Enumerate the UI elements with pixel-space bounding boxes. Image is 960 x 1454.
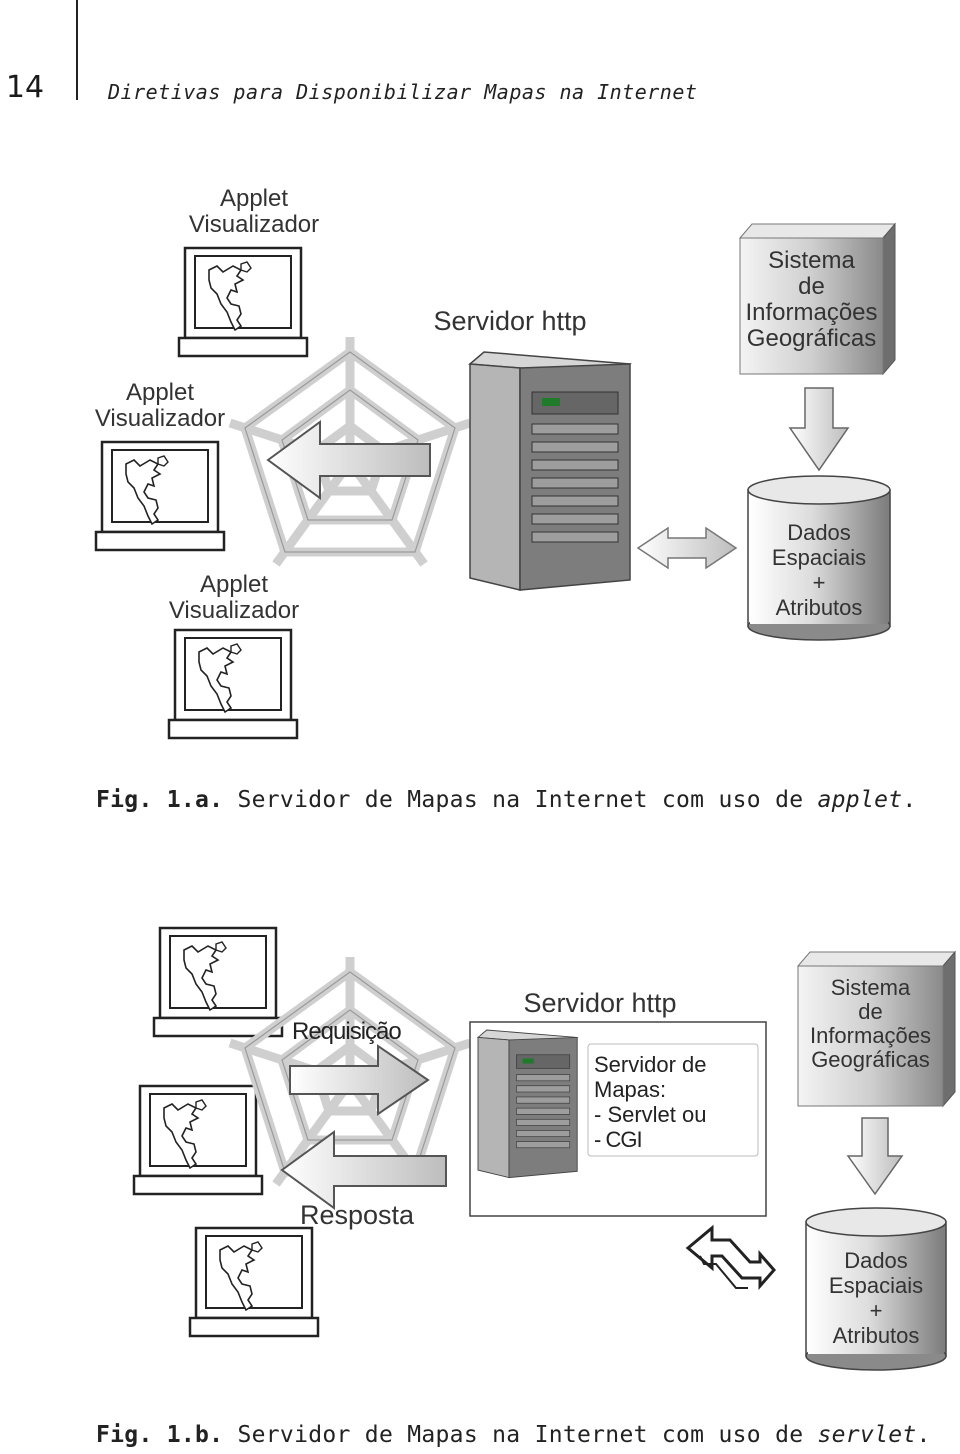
sig-label-b-line4: Geográficas [811, 1047, 930, 1072]
db-cylinder-a [747, 475, 891, 641]
applet-label-middle-line1: Applet [125, 379, 195, 406]
sig-label-b: Sistema de Informações Geográficas [798, 976, 943, 1072]
applet-label-middle: Applet Visualizador [66, 380, 254, 432]
map-server-line2: Mapas: [594, 1077, 667, 1102]
server-tower-b-icon [477, 1029, 578, 1179]
db-label-b-line1: Dados [844, 1248, 908, 1273]
map-server-line4: - CGI [594, 1127, 643, 1152]
sig-label-a-line1: Sistema [768, 247, 855, 274]
figure-b-caption-emph: servlet [817, 1422, 917, 1448]
monitor-middle-icon [94, 440, 226, 552]
monitor-b3-icon [188, 1226, 320, 1338]
server-label-a: Servidor http [433, 306, 587, 336]
server-tower-icon [469, 351, 631, 591]
request-label: Requisição [292, 1018, 402, 1045]
monitor-top-icon [177, 246, 309, 358]
sig-label-b-line2: de [858, 999, 883, 1024]
running-title: Diretivas para Disponibilizar Mapas na I… [108, 80, 698, 104]
double-arrow-a [636, 526, 738, 570]
sig-label-b-line3: Informações [809, 1023, 932, 1048]
sig-label-a: Sistema de Informações Geográficas [740, 248, 883, 352]
down-arrow-b [846, 1117, 904, 1196]
map-server-panel [587, 1043, 759, 1157]
sig-label-a-line4: Geográficas [746, 325, 877, 352]
bent-arrow-b [685, 1224, 776, 1290]
applet-label-middle-line2: Visualizador [94, 405, 226, 432]
figure-b-caption-text: Servidor de Mapas na Internet com uso de [223, 1422, 818, 1448]
applet-label-bottom-line2: Visualizador [168, 597, 300, 624]
header-rule [76, 0, 78, 100]
figure-a-caption-text: Servidor de Mapas na Internet com uso de [223, 787, 818, 813]
server-label-b: Servidor http [523, 988, 677, 1018]
sig-cube-b [796, 950, 957, 1108]
map-server-line1: Servidor de [594, 1052, 707, 1077]
response-arrow [266, 420, 431, 500]
db-label-b-line3: + [869, 1298, 883, 1323]
monitor-bottom-icon [167, 628, 299, 740]
sig-label-b-line1: Sistema [830, 975, 911, 1000]
sig-cube-a [738, 222, 897, 376]
db-label-a-line2: Espaciais [771, 545, 867, 570]
db-label-a-line4: Atributos [775, 595, 863, 620]
applet-label-bottom-line1: Applet [199, 571, 269, 598]
response-arrow-b [280, 1130, 447, 1210]
figure-a-caption-prefix: Fig. 1.a. [96, 787, 224, 813]
request-arrow [289, 1044, 430, 1116]
map-server-line3: - Servlet ou [594, 1102, 707, 1127]
db-label-a: Dados Espaciais + Atributos [748, 520, 890, 620]
applet-label-bottom: Applet Visualizador [140, 572, 328, 624]
sig-label-a-line3: Informações [745, 299, 878, 326]
monitor-b2-icon [132, 1084, 264, 1196]
map-server-text: Servidor de Mapas: - Servlet ou - CGI [594, 1052, 758, 1152]
db-label-b-line2: Espaciais [828, 1273, 924, 1298]
sig-label-a-line2: de [798, 273, 825, 300]
applet-label-top-line2: Visualizador [188, 211, 320, 238]
figure-a-caption-end: . [902, 787, 917, 813]
response-label: Resposta [300, 1200, 415, 1230]
applet-label-top: Applet Visualizador [160, 186, 348, 238]
figure-a-caption: Fig. 1.a. Servidor de Mapas na Internet … [96, 787, 917, 813]
db-cylinder-b [805, 1207, 947, 1371]
monitor-b1-icon [152, 926, 284, 1038]
figure-a-caption-emph: applet [817, 787, 903, 813]
figure-b-caption-prefix: Fig. 1.b. [96, 1422, 224, 1448]
down-arrow-a [788, 387, 850, 472]
figure-b-caption-end: . [916, 1422, 931, 1448]
page-number: 14 [5, 70, 45, 105]
figure-b-caption: Fig. 1.b. Servidor de Mapas na Internet … [96, 1422, 931, 1448]
applet-label-top-line1: Applet [219, 185, 289, 212]
db-label-b-line4: Atributos [832, 1323, 920, 1348]
db-label-b: Dados Espaciais + Atributos [806, 1248, 946, 1348]
db-label-a-line3: + [812, 570, 826, 595]
db-label-a-line1: Dados [787, 520, 851, 545]
